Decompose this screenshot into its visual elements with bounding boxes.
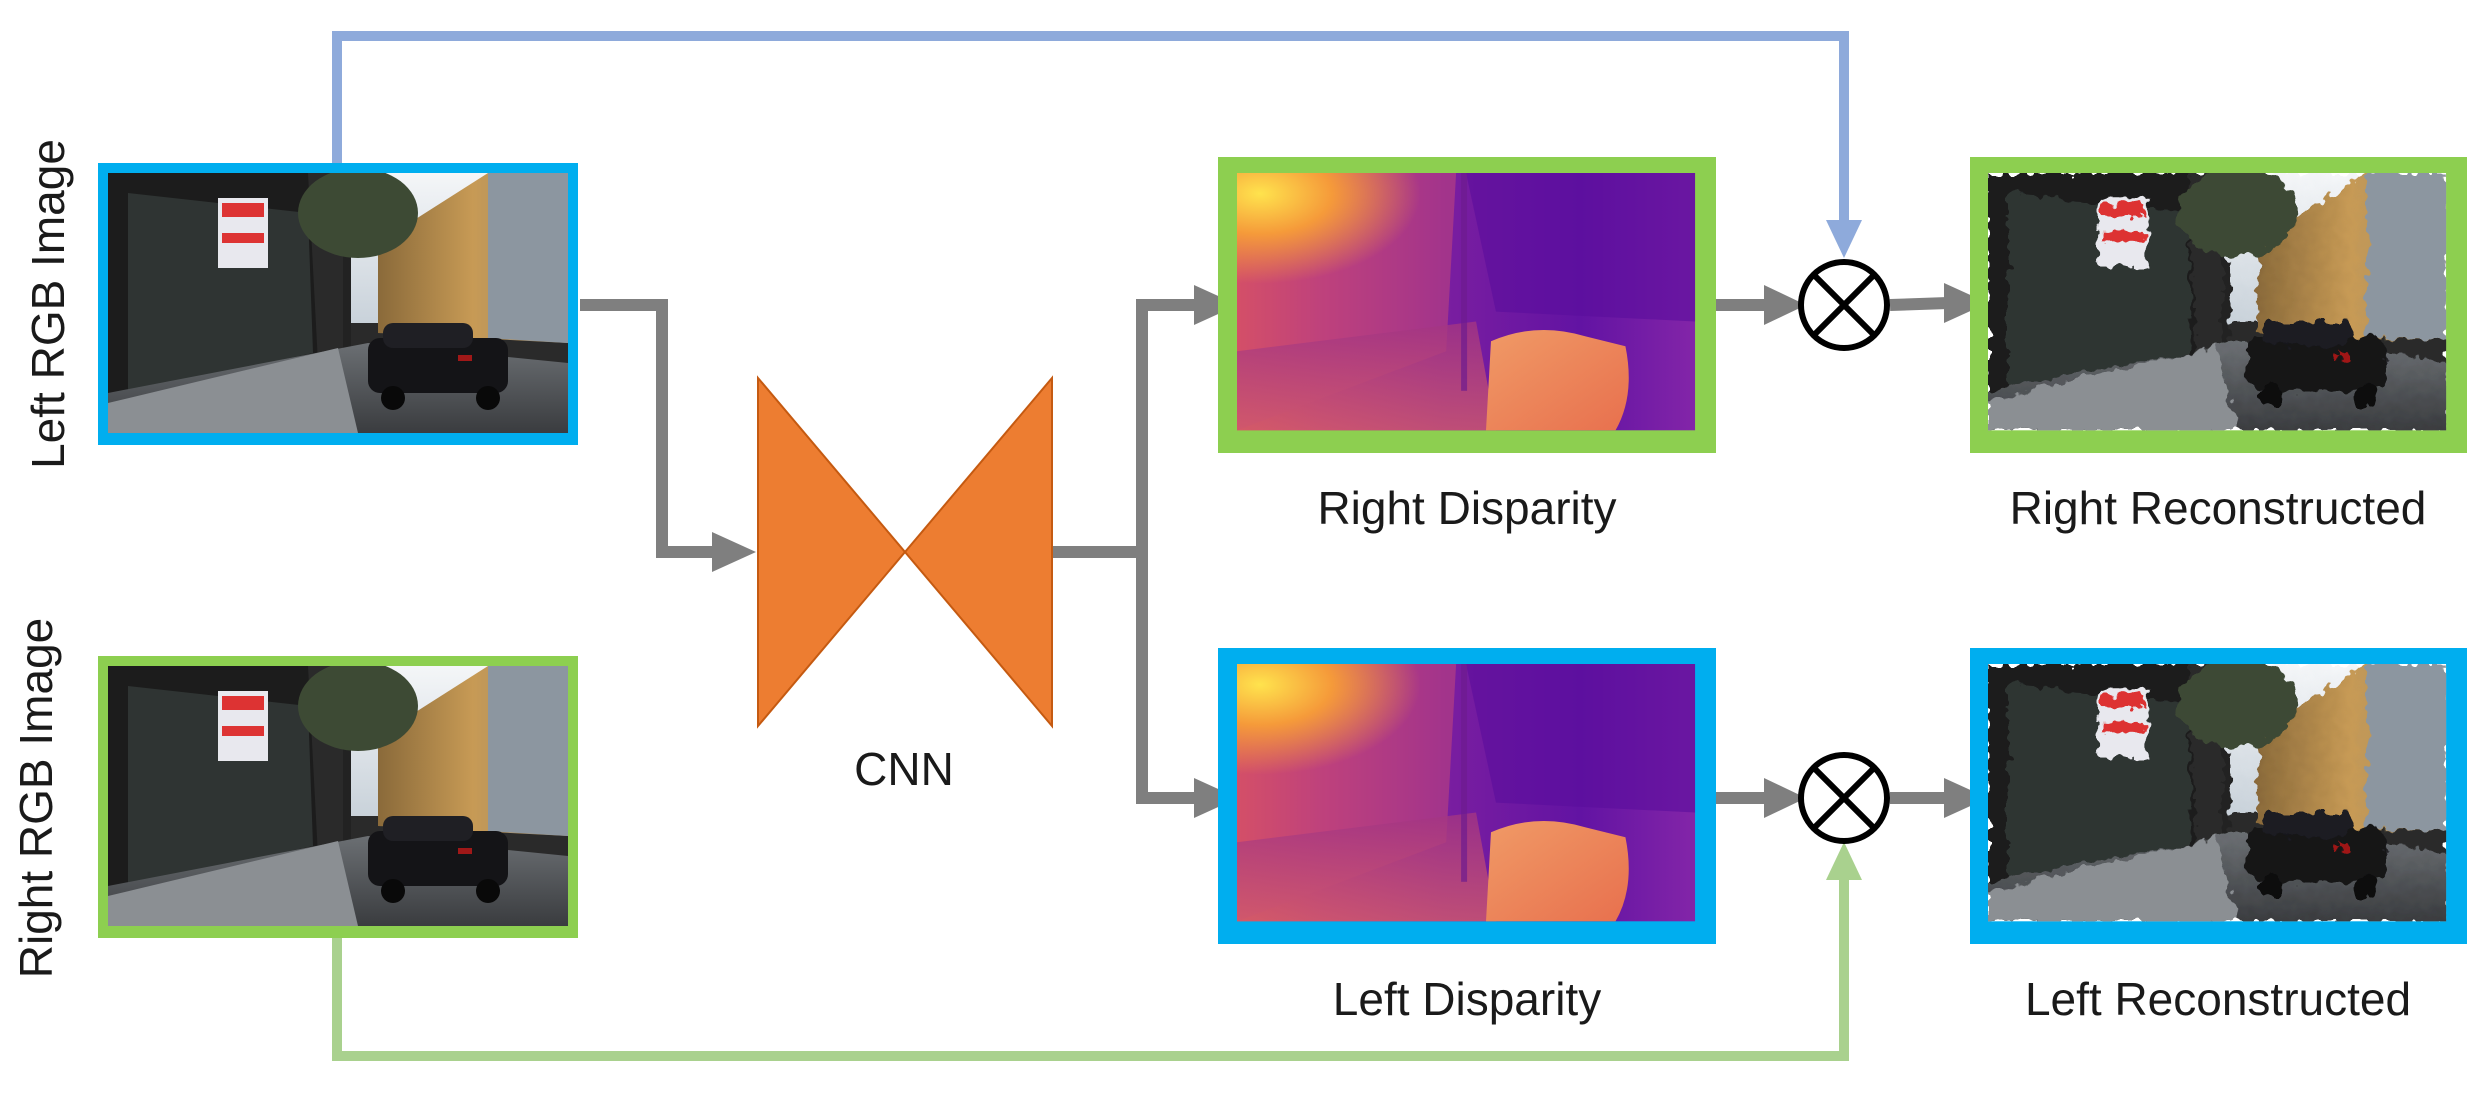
arrow-mult-to-right-recon: [1889, 297, 1949, 311]
right-rgb-image-panel: [98, 656, 578, 938]
multiply-bottom-icon: [1798, 752, 1890, 844]
right-image-skip-line: [332, 870, 1849, 1061]
arrow-left-image-to-cnn: [580, 299, 716, 558]
left-rgb-image-label: Left RGB Image: [22, 139, 74, 469]
arrow-to-left-disparity: [1136, 552, 1198, 804]
right-disparity-label: Right Disparity: [1317, 482, 1616, 534]
right-disparity-panel: [1218, 157, 1716, 453]
left-reconstructed-label: Left Reconstructed: [2025, 973, 2411, 1025]
right-rgb-image-label: Right RGB Image: [10, 618, 62, 978]
left-disparity-label: Left Disparity: [1333, 973, 1601, 1025]
left-reconstructed-panel: [1970, 648, 2467, 944]
right-reconstructed-panel: [1970, 157, 2467, 453]
left-image-skip-line: [332, 31, 1849, 230]
left-rgb-image-panel: [98, 163, 578, 445]
right-image-skip-arrowhead: [1826, 842, 1862, 880]
cnn-block: [757, 375, 1053, 729]
cnn-decoder: [903, 375, 1053, 729]
cnn-label: CNN: [854, 743, 954, 795]
left-disparity-panel: [1218, 648, 1716, 944]
cnn-encoder: [757, 375, 907, 729]
multiply-top-icon: [1798, 259, 1890, 351]
flow-arrowheads: [712, 283, 1988, 818]
arrow-to-right-disparity: [1136, 299, 1198, 798]
left-image-skip-arrowhead: [1826, 220, 1862, 258]
flow-arrows: [580, 297, 1949, 804]
right-reconstructed-label: Right Reconstructed: [2010, 482, 2427, 534]
